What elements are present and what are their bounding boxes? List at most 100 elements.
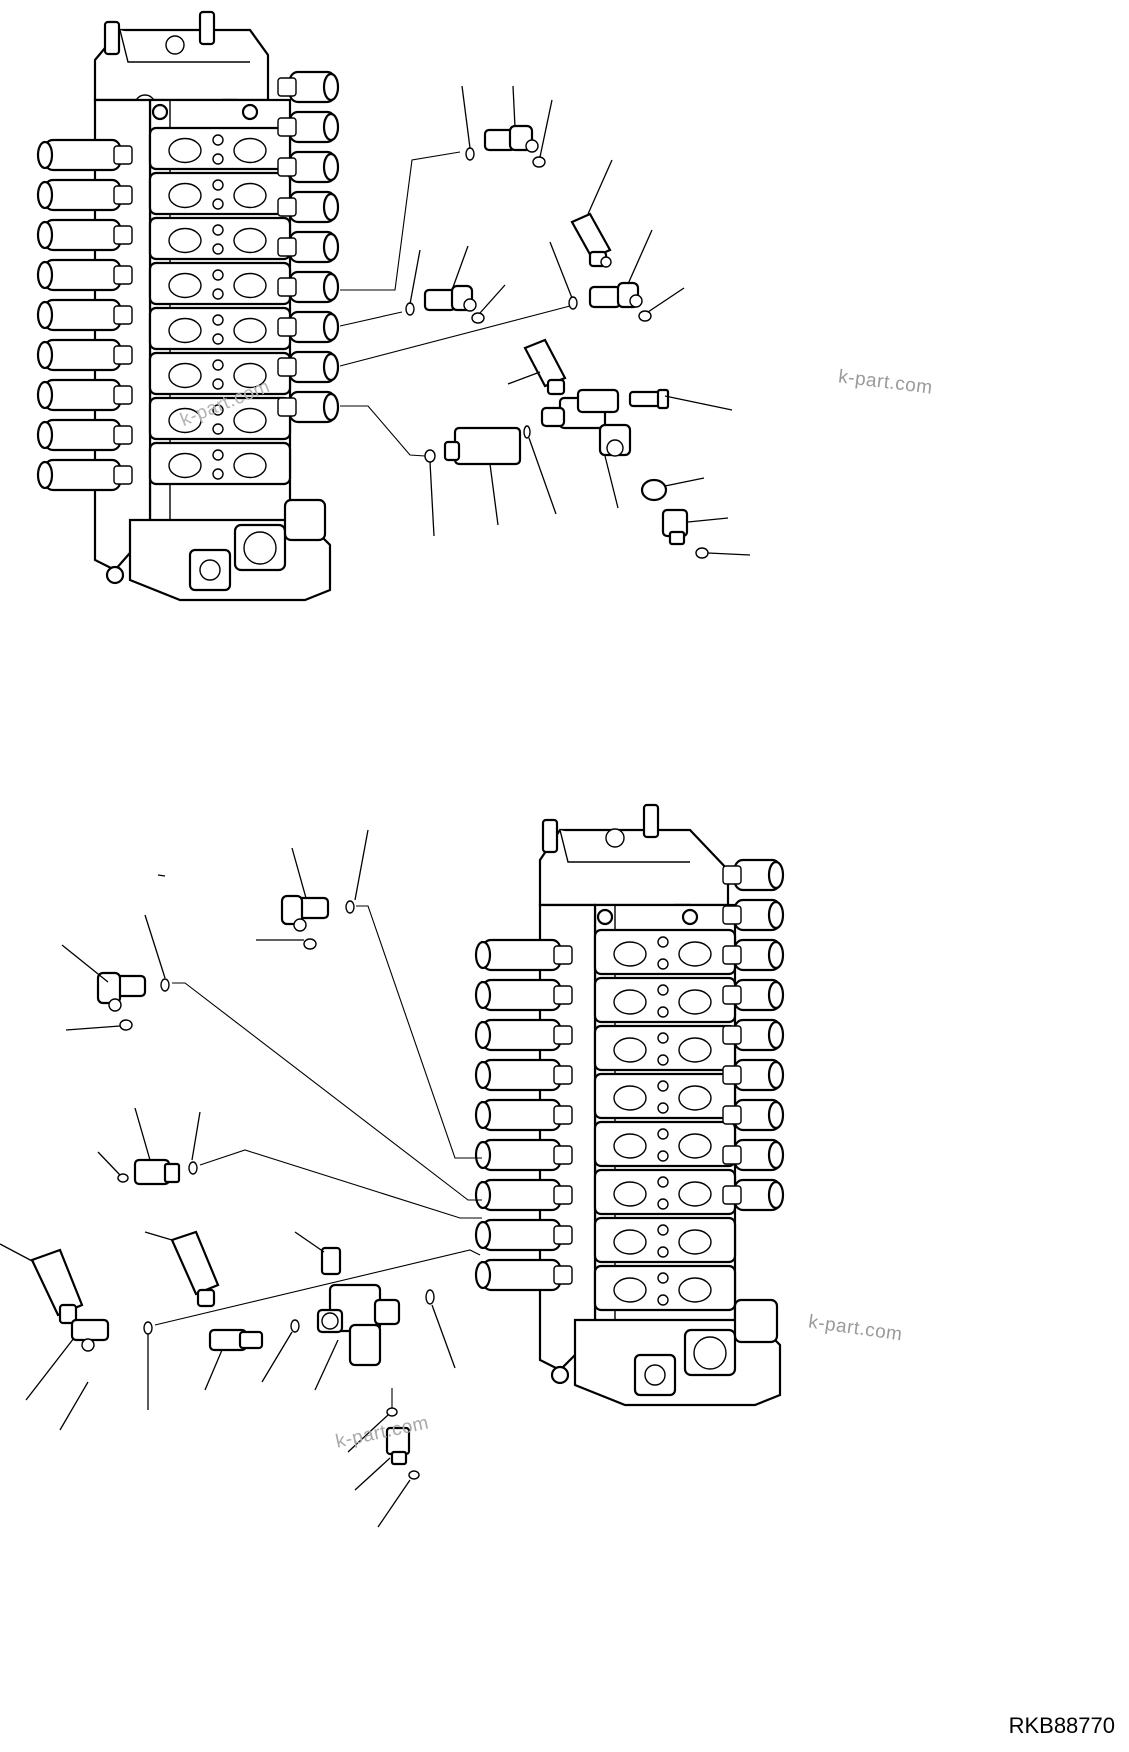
spool-cap <box>474 1098 573 1132</box>
drawing-number: RKB88770 <box>1008 1713 1115 1738</box>
tee-fitting <box>540 388 632 457</box>
o-ring <box>303 938 317 950</box>
valve-section <box>148 171 292 216</box>
adapter-fitting <box>443 426 522 466</box>
spool-cap <box>36 338 133 372</box>
spool-caps-right-lower <box>722 858 785 1212</box>
valve-section <box>148 126 292 171</box>
o-ring <box>424 449 436 463</box>
o-ring <box>143 1321 153 1335</box>
spool-cap <box>277 230 340 264</box>
o-ring <box>160 978 170 992</box>
spool-cap <box>277 190 340 224</box>
valve-sections-lower <box>593 928 737 1312</box>
valve-section <box>593 1120 737 1168</box>
spool-cap <box>36 218 133 252</box>
spool-caps-right-upper <box>277 70 340 424</box>
o-ring <box>405 302 415 316</box>
pressure-sensor <box>570 212 612 268</box>
spool-cap <box>277 150 340 184</box>
spool-cap <box>722 938 785 972</box>
o-ring <box>523 425 531 439</box>
pressure-sensor <box>523 338 567 396</box>
o-ring <box>408 1470 420 1480</box>
spool-cap <box>36 378 133 412</box>
o-ring <box>188 1161 198 1175</box>
o-ring <box>465 147 475 161</box>
spool-cap <box>277 110 340 144</box>
valve-assembly-upper <box>36 10 340 602</box>
o-ring <box>386 1407 398 1417</box>
fittings-lower <box>0 829 482 1528</box>
spool-cap <box>36 258 133 292</box>
straight-adapter <box>133 1158 181 1186</box>
o-ring <box>290 1319 300 1333</box>
elbow-fitting <box>483 124 539 153</box>
nipple-fitting <box>320 1246 342 1276</box>
valve-section <box>148 306 292 351</box>
o-ring <box>345 900 355 914</box>
spool-caps-left-lower <box>474 938 573 1292</box>
spool-cap <box>36 458 133 492</box>
spool-cap <box>474 1018 573 1052</box>
valve-section <box>593 1264 737 1312</box>
o-ring <box>532 156 546 168</box>
spool-cap <box>722 1018 785 1052</box>
spool-cap <box>474 938 573 972</box>
elbow-fitting <box>423 284 477 312</box>
o-ring <box>117 1173 129 1183</box>
nipple-fitting <box>661 508 689 546</box>
valve-section <box>593 1168 737 1216</box>
spool-cap <box>36 138 133 172</box>
valve-section <box>148 261 292 306</box>
elbow-fitting <box>280 894 330 932</box>
spool-cap <box>36 178 133 212</box>
valve-section <box>148 216 292 261</box>
spool-cap <box>277 270 340 304</box>
spool-cap <box>36 418 133 452</box>
pressure-sensor <box>170 1230 264 1352</box>
spool-cap <box>722 1178 785 1212</box>
nipple-fitting <box>385 1426 411 1466</box>
nipple-fitting <box>628 388 670 410</box>
spool-cap <box>277 390 340 424</box>
valve-assembly-lower <box>474 803 785 1407</box>
spool-cap <box>722 978 785 1012</box>
spool-cap <box>722 1138 785 1172</box>
spool-cap <box>474 1258 573 1292</box>
spool-caps-left-upper <box>36 138 133 492</box>
spool-cap <box>36 298 133 332</box>
spool-cap <box>277 70 340 104</box>
spool-cap <box>722 858 785 892</box>
spool-cap <box>722 898 785 932</box>
spool-cap <box>474 1218 573 1252</box>
spool-cap <box>277 310 340 344</box>
spool-cap <box>722 1098 785 1132</box>
valve-sections-upper <box>148 126 292 486</box>
spool-cap <box>474 1178 573 1212</box>
valve-section <box>148 441 292 486</box>
valve-section <box>593 976 737 1024</box>
spool-cap <box>277 350 340 384</box>
valve-section <box>593 1024 737 1072</box>
o-ring <box>425 1289 435 1305</box>
spool-cap <box>474 978 573 1012</box>
o-ring <box>119 1019 133 1031</box>
valve-section <box>593 1072 737 1120</box>
cap <box>640 478 668 502</box>
o-ring <box>695 547 709 559</box>
o-ring <box>568 296 578 310</box>
valve-section <box>148 351 292 396</box>
pressure-sensor <box>30 1248 110 1352</box>
spool-cap <box>474 1138 573 1172</box>
elbow-fitting <box>96 971 147 1012</box>
tee-fitting <box>316 1283 401 1367</box>
valve-section <box>593 928 737 976</box>
elbow-fitting <box>588 281 643 309</box>
fittings-upper <box>339 85 751 559</box>
spool-cap <box>722 1058 785 1092</box>
o-ring <box>471 312 485 324</box>
spool-cap <box>474 1058 573 1092</box>
